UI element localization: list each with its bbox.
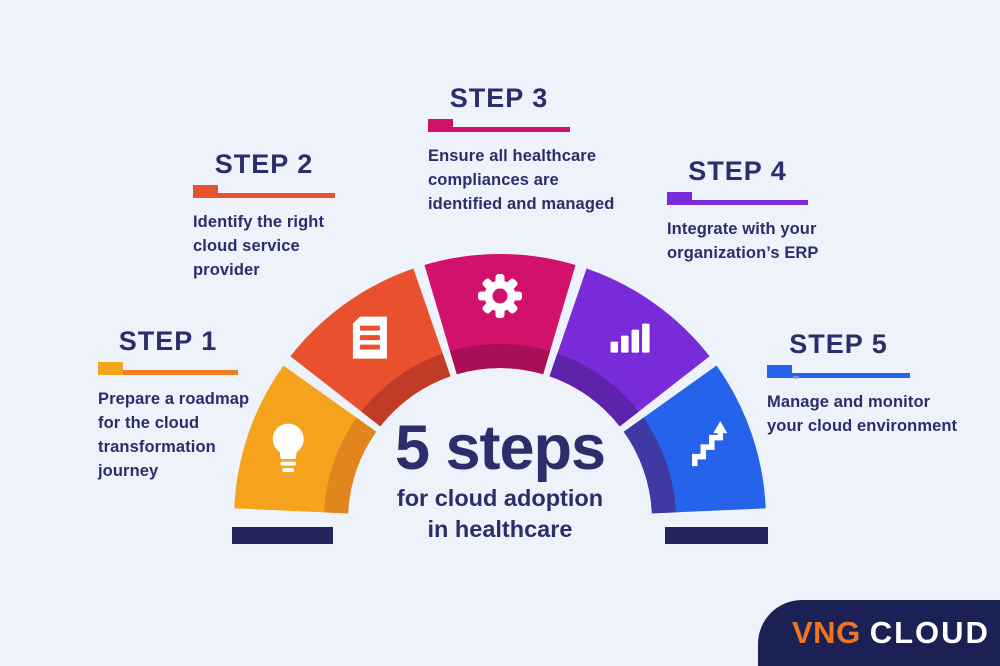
underline-line [428, 127, 570, 132]
step-1-label-group: STEP 1 Prepare a roadmap for the cloud t… [98, 326, 249, 484]
underline-line [98, 370, 238, 375]
step-3-description: Ensure all healthcare compliances are id… [428, 147, 615, 213]
underline-block [428, 119, 453, 132]
vng-cloud-logo: VNG CLOUD [758, 600, 1000, 666]
step-2-label-group: STEP 2 Identify the right cloud service … [193, 151, 335, 283]
step-5-label-group: STEP 5 Manage and monitor your cloud env… [767, 329, 957, 439]
lightbulb-icon [272, 423, 304, 473]
arc-segment-inner-rim-step-4 [549, 353, 639, 427]
bar-chart-icon [610, 323, 650, 353]
step-5-description: Manage and monitor your cloud environmen… [767, 393, 958, 435]
step-2-underline [193, 185, 335, 198]
step-4-underline [667, 192, 808, 205]
arc-base-bar-left [232, 527, 333, 544]
step-5-underline [767, 365, 910, 378]
stairs-up-icon [692, 421, 728, 467]
step-3-title: STEP 3 [449, 83, 549, 113]
center-title-sub-line1: for cloud adoption [396, 485, 604, 512]
step-3-label-group: STEP 3 Ensure all healthcare compliances… [428, 83, 614, 217]
arc-segment-inner-rim-step-2 [361, 353, 451, 427]
stray-mark [793, 376, 799, 379]
step-1-title: STEP 1 [118, 326, 218, 356]
vng-logo-wordmark: VNG [792, 615, 861, 650]
underline-line [193, 193, 335, 198]
underline-block [667, 192, 692, 205]
arc-base-bar-right [665, 527, 768, 544]
arc-segment-inner-rim-step-5 [623, 417, 676, 514]
gear-icon [478, 274, 522, 318]
step-4-label-group: STEP 4 Integrate with your organization’… [667, 156, 818, 266]
center-title: 5 steps for cloud adoption in healthcare [250, 414, 750, 543]
center-title-sub-line2: in healthcare [427, 515, 573, 542]
center-title-main: 5 steps [394, 413, 606, 483]
underline-block [193, 185, 218, 198]
arc-segment-inner-rim-step-3 [450, 344, 550, 375]
cloud-logo-wordmark: CLOUD [869, 615, 990, 650]
step-5-title: STEP 5 [789, 329, 888, 359]
step-1-underline [98, 362, 238, 375]
step-2-title: STEP 2 [214, 149, 314, 179]
step-1-description: Prepare a roadmap for the cloud transfor… [98, 390, 250, 480]
underline-block [767, 365, 792, 378]
underline-line [767, 373, 910, 378]
step-4-title: STEP 4 [688, 156, 787, 186]
arc-segment-inner-rim-step-1 [324, 417, 377, 514]
step-2-description: Identify the right cloud service provide… [193, 213, 325, 279]
step-4-description: Integrate with your organization’s ERP [667, 220, 819, 262]
document-icon [352, 316, 387, 359]
underline-line [667, 200, 808, 205]
underline-block [98, 362, 123, 375]
step-3-underline [428, 119, 570, 132]
